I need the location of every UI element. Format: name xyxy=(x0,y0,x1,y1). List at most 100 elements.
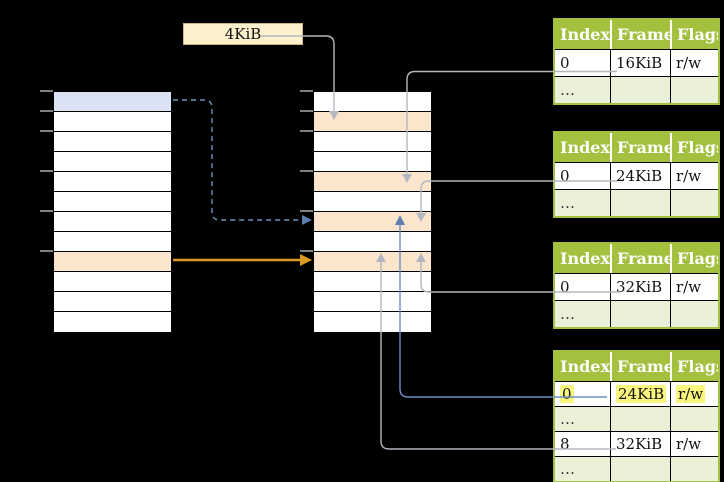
left-table-row-4 xyxy=(54,172,171,192)
frame-table-cell: r/w xyxy=(670,432,718,456)
frame-table-cell: … xyxy=(560,305,575,323)
left-table-row-8 xyxy=(54,252,171,272)
edge-left-row8-to-middle-row9 xyxy=(173,254,312,266)
middle-table-row-0 xyxy=(314,92,431,112)
frame-table-cell xyxy=(670,77,718,103)
middle-table-row-3 xyxy=(314,152,431,172)
frame-table-cell xyxy=(610,407,670,431)
frame-table-cell xyxy=(610,77,670,103)
middle-table-address-ticks xyxy=(300,90,313,332)
address-tick xyxy=(40,110,53,112)
frame-table-cell: … xyxy=(560,410,575,428)
left-table-row-6 xyxy=(54,212,171,232)
middle-table-row-4 xyxy=(314,172,431,192)
address-tick xyxy=(40,210,53,212)
frame-table-cell xyxy=(670,301,718,327)
frame-table-cell: … xyxy=(560,460,575,478)
middle-table-row-10 xyxy=(314,292,431,312)
frame-table-4: IndexFrameFlags024KiBr/w…832KiBr/w… xyxy=(553,350,720,482)
frame-table-cell: 8 xyxy=(560,435,570,453)
frame-table-ellipsis-row: … xyxy=(555,300,718,327)
middle-table-row-11 xyxy=(314,312,431,332)
header-frame: Frame xyxy=(610,133,670,162)
left-table-row-10 xyxy=(54,292,171,312)
frame-table-header-row: IndexFrameFlags xyxy=(555,244,718,273)
frame-table-ellipsis-row: … xyxy=(555,456,718,481)
frame-table-cell: … xyxy=(560,81,575,99)
frame-table-cell: 0 xyxy=(560,278,570,296)
header-index: Index xyxy=(560,25,610,44)
frame-table-1: IndexFrameFlags 0 16KiBr/w … xyxy=(553,18,720,105)
frame-table-3: IndexFrameFlags032KiBr/w … xyxy=(553,242,720,329)
frame-table-ellipsis-row: … xyxy=(555,189,718,216)
left-table-row-1 xyxy=(54,112,171,132)
address-tick xyxy=(300,250,313,252)
frame-table-header-row: IndexFrameFlags xyxy=(555,133,718,162)
header-flags: Flags xyxy=(670,133,718,162)
header-frame: Frame xyxy=(610,352,670,381)
address-tick xyxy=(300,130,313,132)
frame-table-cell xyxy=(610,301,670,327)
middle-table xyxy=(313,91,432,332)
left-table-row-9 xyxy=(54,272,171,292)
left-table-row-2 xyxy=(54,132,171,152)
edge-left-row0-to-middle-row7 xyxy=(173,99,312,225)
frame-table-cell: r/w xyxy=(670,50,718,76)
address-tick xyxy=(300,210,313,212)
frame-table-cell xyxy=(670,407,718,431)
frame-table-2: IndexFrameFlags 0 24KiBr/w… xyxy=(553,131,720,218)
frame-table-cell: 0 xyxy=(560,54,570,72)
left-table xyxy=(53,91,172,332)
frame-table-header-row: IndexFrameFlags xyxy=(555,20,718,49)
frame-table-ellipsis-row: … xyxy=(555,406,718,431)
header-flags: Flags xyxy=(670,244,718,273)
header-flags: Flags xyxy=(670,20,718,49)
header-flags: Flags xyxy=(670,352,718,381)
header-index: Index xyxy=(560,138,610,157)
page-size-label: 4KiB xyxy=(183,23,303,45)
address-tick xyxy=(40,250,53,252)
middle-table-row-8 xyxy=(314,252,431,272)
left-table-row-3 xyxy=(54,152,171,172)
header-frame: Frame xyxy=(610,20,670,49)
header-index: Index xyxy=(560,357,610,376)
frame-table-ellipsis-row: … xyxy=(555,76,718,103)
frame-table-cell: r/w xyxy=(670,274,718,300)
frame-table-cell: r/w xyxy=(670,382,718,406)
address-tick xyxy=(40,90,53,92)
middle-table-row-5 xyxy=(314,192,431,212)
frame-table-cell: 24KiB xyxy=(610,163,670,189)
frame-table-cell: 0 xyxy=(560,385,574,403)
frame-table-cell xyxy=(670,457,718,481)
middle-table-row-2 xyxy=(314,132,431,152)
middle-table-row-6 xyxy=(314,212,431,232)
middle-table-row-1 xyxy=(314,112,431,132)
frame-table-cell: 32KiB xyxy=(610,432,670,456)
frame-table-cell: 24KiB xyxy=(610,382,670,406)
left-table-row-0 xyxy=(54,92,171,112)
header-index: Index xyxy=(560,249,610,268)
header-frame: Frame xyxy=(610,244,670,273)
frame-table-cell xyxy=(670,190,718,216)
address-tick xyxy=(300,110,313,112)
middle-table-row-7 xyxy=(314,232,431,252)
address-tick xyxy=(40,130,53,132)
address-tick xyxy=(300,90,313,92)
frame-table-cell: 16KiB xyxy=(610,50,670,76)
frame-table-cell: r/w xyxy=(670,163,718,189)
middle-table-row-9 xyxy=(314,272,431,292)
left-table-address-ticks xyxy=(40,90,53,332)
frame-table-cell xyxy=(610,190,670,216)
address-tick xyxy=(40,170,53,172)
frame-table-cell xyxy=(610,457,670,481)
frame-table-cell: 0 xyxy=(560,167,570,185)
left-table-row-5 xyxy=(54,192,171,212)
left-table-row-7 xyxy=(54,232,171,252)
left-table-row-11 xyxy=(54,312,171,332)
